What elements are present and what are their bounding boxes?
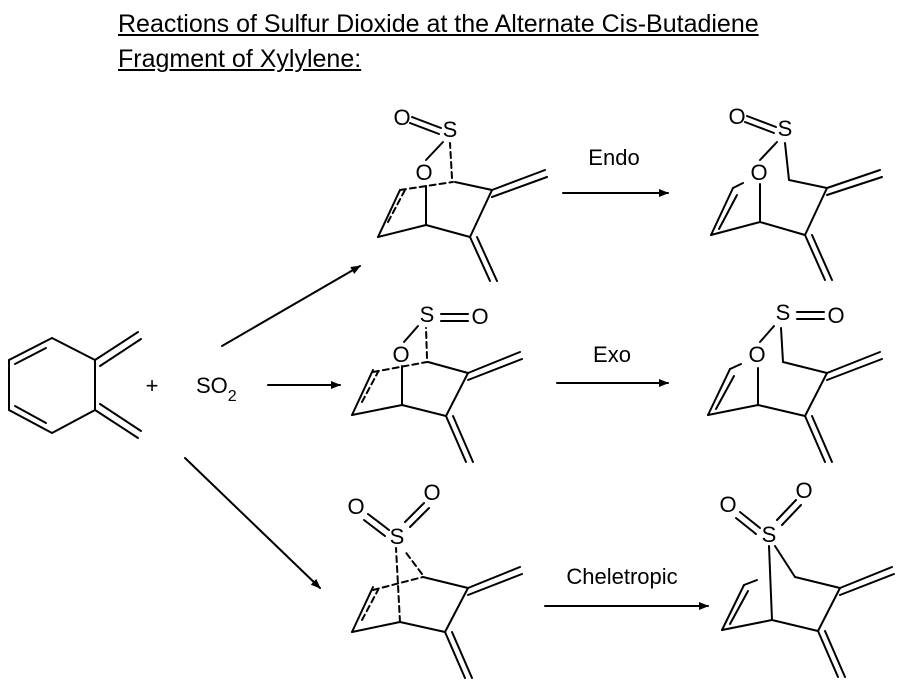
- exo-product-sulfur: S: [776, 300, 791, 325]
- endo-transition-state: [377, 116, 548, 282]
- cheletropic-product: [721, 499, 895, 678]
- exo-ts-oxo-oxygen: O: [471, 304, 488, 329]
- sulfur-dioxide-label: SO2: [196, 373, 237, 405]
- exo-ts-bridge-oxygen: O: [392, 342, 409, 367]
- endo-product-oxo-oxygen: O: [728, 104, 745, 129]
- cheletropic-label: Cheletropic: [566, 564, 677, 589]
- plus-sign: +: [146, 373, 159, 398]
- endo-label: Endo: [588, 145, 639, 170]
- cheletropic-product-oxygen-left: O: [719, 492, 736, 517]
- exo-product-oxo-oxygen: O: [827, 303, 844, 328]
- arrow-to-cheletropic-ts: [184, 457, 321, 589]
- cheletropic-transition-state: [351, 502, 523, 679]
- cheletropic-ts-oxygen-right: O: [423, 480, 440, 505]
- exo-ts-sulfur: S: [420, 302, 435, 327]
- diagram-title-line-1: Reactions of Sulfur Dioxide at the Alter…: [118, 10, 759, 38]
- exo-transition-state: [351, 313, 523, 463]
- cheletropic-product-oxygen-right: O: [795, 478, 812, 503]
- exo-product: [707, 311, 883, 463]
- endo-ts-oxo-oxygen: O: [393, 105, 410, 130]
- endo-product-sulfur: S: [778, 116, 793, 141]
- diagram-title-line-2: Fragment of Xylylene:: [118, 45, 362, 73]
- cheletropic-ts-oxygen-left: O: [347, 494, 364, 519]
- endo-ts-bridge-oxygen: O: [415, 160, 432, 185]
- cheletropic-product-sulfur: S: [762, 522, 777, 547]
- xylylene-molecule: [8, 331, 142, 439]
- cheletropic-ts-sulfur: S: [390, 524, 405, 549]
- endo-product-bridge-oxygen: O: [750, 160, 767, 185]
- exo-product-bridge-oxygen: O: [748, 342, 765, 367]
- exo-label: Exo: [593, 342, 631, 367]
- arrow-to-endo-ts: [221, 265, 361, 347]
- endo-product: [710, 115, 883, 281]
- endo-ts-sulfur: S: [443, 117, 458, 142]
